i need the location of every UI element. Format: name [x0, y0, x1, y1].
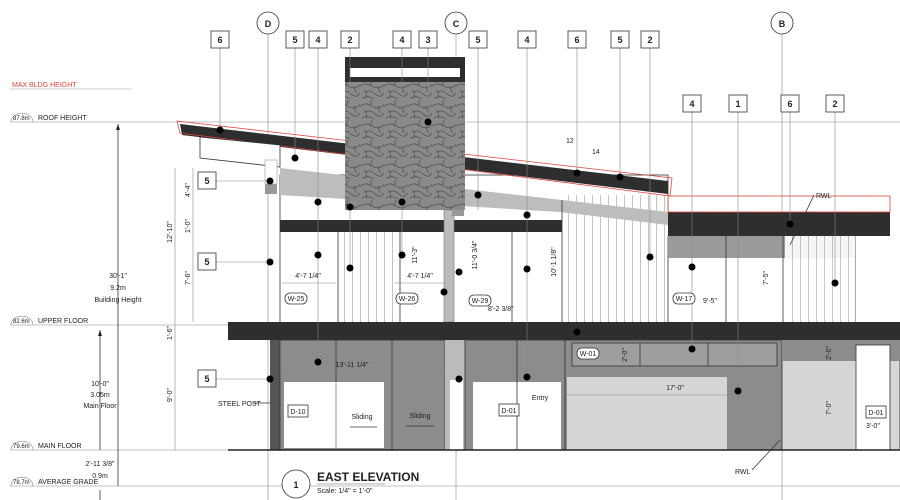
grid-bubble-b: B	[779, 19, 786, 29]
svg-text:8'-2 3/8": 8'-2 3/8"	[488, 306, 514, 313]
svg-text:1: 1	[735, 99, 740, 109]
svg-text:6: 6	[574, 35, 579, 45]
svg-text:4: 4	[524, 35, 529, 45]
level-roof: 87.8m ROOF HEIGHT	[10, 112, 87, 123]
svg-text:4: 4	[689, 99, 694, 109]
svg-text:3: 3	[425, 35, 430, 45]
svg-text:5: 5	[475, 35, 480, 45]
max-height-label: MAX BLDG HEIGHT	[12, 82, 77, 89]
svg-text:4: 4	[315, 35, 320, 45]
svg-text:0.9m: 0.9m	[92, 473, 108, 480]
svg-text:9'-5": 9'-5"	[703, 298, 717, 305]
svg-text:12'-10": 12'-10"	[167, 221, 174, 243]
svg-text:MAIN FLOOR: MAIN FLOOR	[38, 443, 82, 450]
svg-text:2: 2	[347, 35, 352, 45]
svg-text:1'-6": 1'-6"	[167, 326, 174, 340]
svg-text:2'-11 3/8": 2'-11 3/8"	[86, 461, 116, 468]
svg-text:9.2m: 9.2m	[110, 285, 126, 292]
grid-bubble-c: C	[453, 19, 460, 29]
grid-bubbles: D C B	[256, 11, 794, 35]
svg-text:13'-11 1/4": 13'-11 1/4"	[336, 362, 369, 369]
svg-text:4'-7 1/4": 4'-7 1/4"	[407, 273, 433, 280]
rwl-note-top: RWL	[816, 193, 832, 200]
drawing-name: EAST ELEVATION	[317, 470, 419, 484]
svg-text:9'-0": 9'-0"	[167, 388, 174, 402]
steel-post-note: STEEL POST	[218, 401, 262, 408]
rwl-note-bottom: RWL	[735, 469, 751, 476]
svg-text:4: 4	[399, 35, 404, 45]
svg-text:ROOF HEIGHT: ROOF HEIGHT	[38, 115, 87, 122]
material-tags: 6 5 4 2 4 3 5 4 6 5 2 4 1 6 2 5 5 5	[197, 30, 845, 395]
svg-text:W-01: W-01	[580, 351, 597, 358]
svg-text:3'-0": 3'-0"	[866, 423, 880, 430]
svg-text:79.6m: 79.6m	[13, 444, 30, 450]
svg-text:10'-1 1/8": 10'-1 1/8"	[551, 247, 558, 277]
svg-text:30'-1": 30'-1"	[109, 273, 127, 280]
svg-text:5: 5	[204, 257, 209, 267]
svg-text:7'-0": 7'-0"	[826, 401, 833, 415]
svg-text:Sliding: Sliding	[409, 413, 430, 420]
annotations: 12 14 4'-7 1/4" 4'-7 1/4" 11'-3" 11'-0 3…	[218, 138, 887, 476]
svg-text:Main Floor: Main Floor	[83, 403, 117, 410]
svg-text:11'-0 3/4": 11'-0 3/4"	[472, 240, 479, 270]
svg-text:5: 5	[204, 176, 209, 186]
svg-text:1'-0": 1'-0"	[185, 219, 192, 233]
level-grade: 78.7m AVERAGE GRADE	[10, 476, 98, 487]
svg-text:10'-0": 10'-0"	[91, 381, 109, 388]
svg-text:W-17: W-17	[676, 296, 693, 303]
svg-text:4'-4": 4'-4"	[185, 183, 192, 197]
svg-text:5: 5	[204, 374, 209, 384]
level-main: 79.6m MAIN FLOOR	[10, 440, 82, 451]
svg-text:6: 6	[787, 99, 792, 109]
level-lines: MAX BLDG HEIGHT 87.8m ROOF HEIGHT 82.6m …	[10, 82, 900, 487]
svg-text:2: 2	[832, 99, 837, 109]
svg-text:2'-0": 2'-0"	[826, 346, 833, 360]
svg-text:D-10: D-10	[290, 409, 305, 416]
svg-text:78.7m: 78.7m	[13, 480, 30, 486]
drawing-number: 1	[293, 480, 298, 490]
svg-text:Sliding: Sliding	[351, 414, 372, 421]
building	[176, 57, 900, 451]
svg-text:11'-3": 11'-3"	[412, 246, 419, 264]
svg-text:7'-5": 7'-5"	[763, 271, 770, 285]
height-dimensions: 30'-1" 9.2m Building Height 10'-0" 3.05m…	[83, 124, 194, 500]
svg-text:UPPER FLOOR: UPPER FLOOR	[38, 318, 88, 325]
svg-text:2'-0": 2'-0"	[622, 348, 629, 362]
svg-text:4'-7 1/4": 4'-7 1/4"	[295, 273, 321, 280]
svg-text:AVERAGE GRADE: AVERAGE GRADE	[38, 479, 98, 486]
svg-text:5: 5	[292, 35, 297, 45]
svg-text:17'-0": 17'-0"	[666, 385, 684, 392]
svg-text:W-26: W-26	[399, 296, 416, 303]
svg-text:W-29: W-29	[472, 298, 489, 305]
svg-text:D-01: D-01	[868, 410, 883, 417]
svg-text:W-25: W-25	[288, 296, 305, 303]
slope-run: 12	[566, 138, 574, 145]
drawing-scale: Scale: 1/4" = 1'-0"	[317, 488, 373, 495]
slope-rise: 14	[592, 149, 600, 156]
grid-bubble-d: D	[265, 19, 272, 29]
svg-text:6: 6	[217, 35, 222, 45]
svg-text:Entry: Entry	[532, 395, 549, 402]
svg-text:Building Height: Building Height	[94, 297, 141, 304]
drawing-title: 1 EAST ELEVATION Scale: 1/4" = 1'-0"	[281, 469, 419, 499]
svg-text:82.6m: 82.6m	[13, 319, 30, 325]
svg-text:7'-6": 7'-6"	[185, 271, 192, 285]
level-upper: 82.6m UPPER FLOOR	[10, 315, 88, 326]
svg-text:3.05m: 3.05m	[90, 392, 110, 399]
svg-text:87.8m: 87.8m	[13, 116, 30, 122]
svg-text:5: 5	[617, 35, 622, 45]
svg-text:D-01: D-01	[501, 408, 516, 415]
svg-text:2: 2	[647, 35, 652, 45]
